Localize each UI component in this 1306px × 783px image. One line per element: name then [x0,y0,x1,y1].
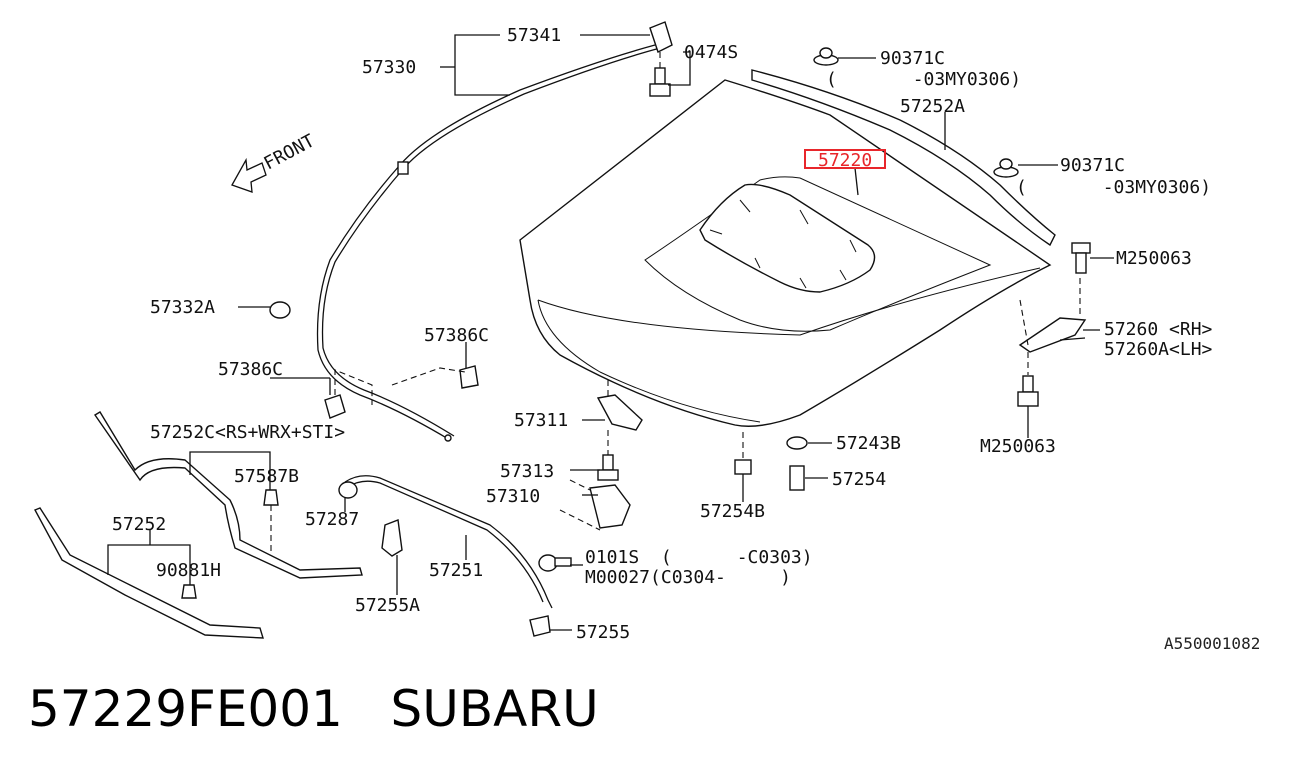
callout-57341[interactable]: 57341 [507,25,561,46]
clip-57587b [263,489,279,555]
callout-57252c[interactable]: 57252C<RS+WRX+STI> [150,422,345,443]
callout-90371c-lower-note: ( -03MY0306) [1016,177,1211,198]
support-rod-57251 [344,475,553,609]
front-label: FRONT [260,130,318,174]
callout-57313[interactable]: 57313 [500,461,554,482]
callout-57251[interactable]: 57251 [429,560,483,581]
callout-57255[interactable]: 57255 [576,622,630,643]
latch-57310 [559,479,631,531]
grommet-57287 [338,481,358,499]
callout-57287[interactable]: 57287 [305,509,359,530]
callout-m250063-lower[interactable]: M250063 [980,436,1056,457]
hood-panel [519,79,1052,427]
callout-57255a[interactable]: 57255A [355,595,420,616]
callout-57254[interactable]: 57254 [832,469,886,490]
callout-57386c-left[interactable]: 57386C [218,359,283,380]
holder-57255a [381,519,403,557]
callout-90371c-lower[interactable]: 90371C [1060,155,1125,176]
callout-57386c-right[interactable]: 57386C [424,325,489,346]
callout-90881h[interactable]: 90881H [156,560,221,581]
callout-57260a[interactable]: 57260A<LH> [1104,339,1213,360]
clip-90881h [181,584,197,599]
callout-57220[interactable]: 57220 [818,150,872,171]
callout-57311[interactable]: 57311 [514,410,568,431]
bracket-57311 [596,380,643,455]
bolt-57313 [597,454,619,481]
seal-57252c [93,411,363,579]
weatherstrip-57252a [751,69,1056,247]
part-caption: 57229FE001 SUBARU [28,680,599,738]
callout-m00027[interactable]: M00027(C0304- ) [585,567,791,588]
bolt-0101s [538,554,572,572]
callout-0101s[interactable]: 0101S ( -C0303) [585,547,813,568]
clip-57386c-left [324,369,373,419]
callout-57243b[interactable]: 57243B [836,433,901,454]
callout-57310[interactable]: 57310 [486,486,540,507]
bumper-57254 [789,465,805,491]
brand-name: SUBARU [390,680,599,738]
callout-57254b[interactable]: 57254B [700,501,765,522]
part-number: 57229FE001 [28,680,343,738]
parts-diagram: FRONT [34,21,1213,643]
bumper-57254b [734,432,752,475]
callout-m250063-upper[interactable]: M250063 [1116,248,1192,269]
callout-57330[interactable]: 57330 [362,57,416,78]
diagram-canvas: FRONT [34,21,1213,643]
highlight-box-57220 [804,149,886,169]
grommet-90371c-lower [993,158,1019,178]
callout-57587b[interactable]: 57587B [234,466,299,487]
callout-57252[interactable]: 57252 [112,514,166,535]
front-arrow-icon [231,157,267,193]
bolt-m250063-lower [1017,375,1039,407]
cable-end-57341 [649,21,673,53]
callout-90371c-upper[interactable]: 90371C [880,48,945,69]
callout-57260[interactable]: 57260 <RH> [1104,319,1213,340]
bolt-0474s [649,52,671,97]
callout-90371c-upper-note: ( -03MY0306) [826,69,1021,90]
callout-57332a[interactable]: 57332A [150,297,215,318]
callout-0474s[interactable]: 0474S [684,42,738,63]
release-cable-57330 [316,44,661,442]
seal-57252 [34,507,264,639]
hinge-57260 [1018,278,1087,375]
washer-57243b [786,436,808,450]
holder-57255 [529,615,551,637]
diagram-code: A550001082 [1164,634,1261,653]
bolt-m250063-upper [1071,242,1091,274]
grommet-90371c-upper [813,47,839,66]
callout-57252a[interactable]: 57252A [900,96,965,117]
clip-57332a [269,301,291,319]
clip-57386c-right [391,365,479,389]
leader-lines [107,34,1114,631]
